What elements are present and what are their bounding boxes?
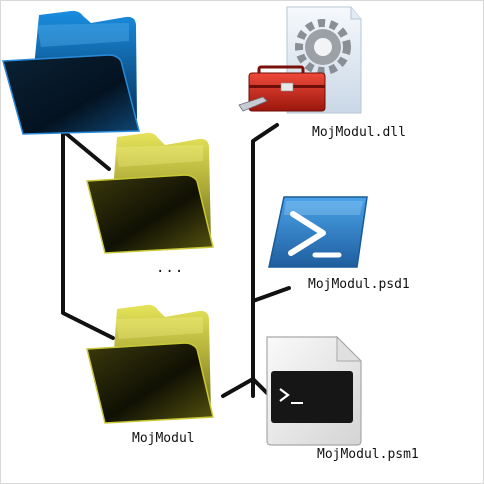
module-folder-label: MojModul xyxy=(132,431,195,446)
connector-root-to-folders xyxy=(61,129,115,340)
connector-root-to-subfolder xyxy=(61,129,111,171)
ellipsis-label: ... xyxy=(156,260,185,276)
module-folder-icon[interactable] xyxy=(86,304,214,424)
gear-icon xyxy=(295,19,351,75)
connector-psd1 xyxy=(251,286,291,303)
connector-psm1 xyxy=(251,377,269,395)
yellow-folder-icon[interactable] xyxy=(86,132,214,254)
toolbox-gear-document-icon[interactable] xyxy=(238,6,362,114)
psd1-file-label: MojModul.psd1 xyxy=(308,277,410,292)
toolbox-icon xyxy=(238,65,326,112)
powershell-icon[interactable] xyxy=(268,196,368,268)
psm1-file-label: MojModul.psm1 xyxy=(317,447,419,462)
connector-module-folder xyxy=(221,377,255,398)
blue-folder-icon[interactable] xyxy=(2,10,140,135)
connector-dll xyxy=(251,123,279,398)
dll-file-label: MojModul.dll xyxy=(312,125,406,140)
script-file-icon[interactable] xyxy=(266,335,363,446)
connector-lines xyxy=(61,123,291,398)
